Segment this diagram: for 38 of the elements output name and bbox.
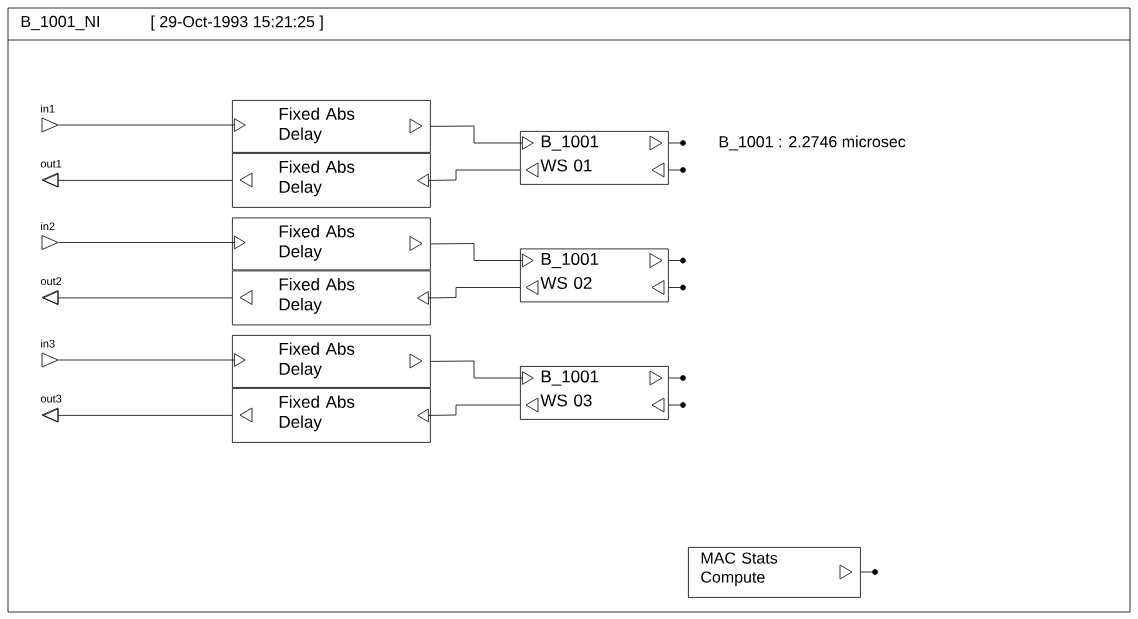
port-label: in1 xyxy=(41,104,55,113)
delay-block: Fixed Abs Delay xyxy=(232,153,431,208)
connector xyxy=(417,287,521,305)
port-block: B_1001 WS 01 xyxy=(520,131,669,185)
terminal-stub xyxy=(668,169,681,171)
connector xyxy=(58,235,246,250)
delay-block: Fixed Abs Delay xyxy=(232,217,431,271)
port-label: out2 xyxy=(40,277,62,286)
connector xyxy=(430,360,534,385)
delay-block: Fixed Abs Delay xyxy=(232,100,431,153)
delay-block: Fixed Abs Delay xyxy=(232,270,431,326)
delay-block: Fixed Abs Delay xyxy=(232,388,431,443)
terminal-stub xyxy=(668,260,681,261)
port-label: in2 xyxy=(41,222,55,231)
connector xyxy=(430,243,534,268)
terminal-stub xyxy=(668,287,681,288)
connector xyxy=(417,404,521,423)
connector xyxy=(417,169,521,188)
connector xyxy=(430,125,534,150)
title: B_1001_NI xyxy=(21,15,99,31)
port-label: in3 xyxy=(41,339,55,348)
terminal-stub xyxy=(860,571,873,573)
terminal-stub xyxy=(668,142,681,144)
port-block: B_1001 WS 03 xyxy=(520,366,669,420)
delay-block: Fixed Abs Delay xyxy=(232,335,431,388)
connector xyxy=(43,173,233,188)
connector xyxy=(58,353,246,367)
port-label: out3 xyxy=(40,394,62,403)
port-block: B_1001 WS 02 xyxy=(520,248,669,303)
terminal-stub xyxy=(668,404,681,406)
connector xyxy=(43,408,233,423)
compute-block: MAC Stats Compute xyxy=(688,547,861,598)
connector xyxy=(58,118,246,132)
header-label: B_1001 : 2.2746 microsec xyxy=(719,135,906,151)
connector xyxy=(43,291,233,305)
port-label: out1 xyxy=(40,159,62,168)
terminal-stub xyxy=(668,377,681,379)
header-label: [ 29-Oct-1993 15:21:25 ] xyxy=(151,15,323,31)
